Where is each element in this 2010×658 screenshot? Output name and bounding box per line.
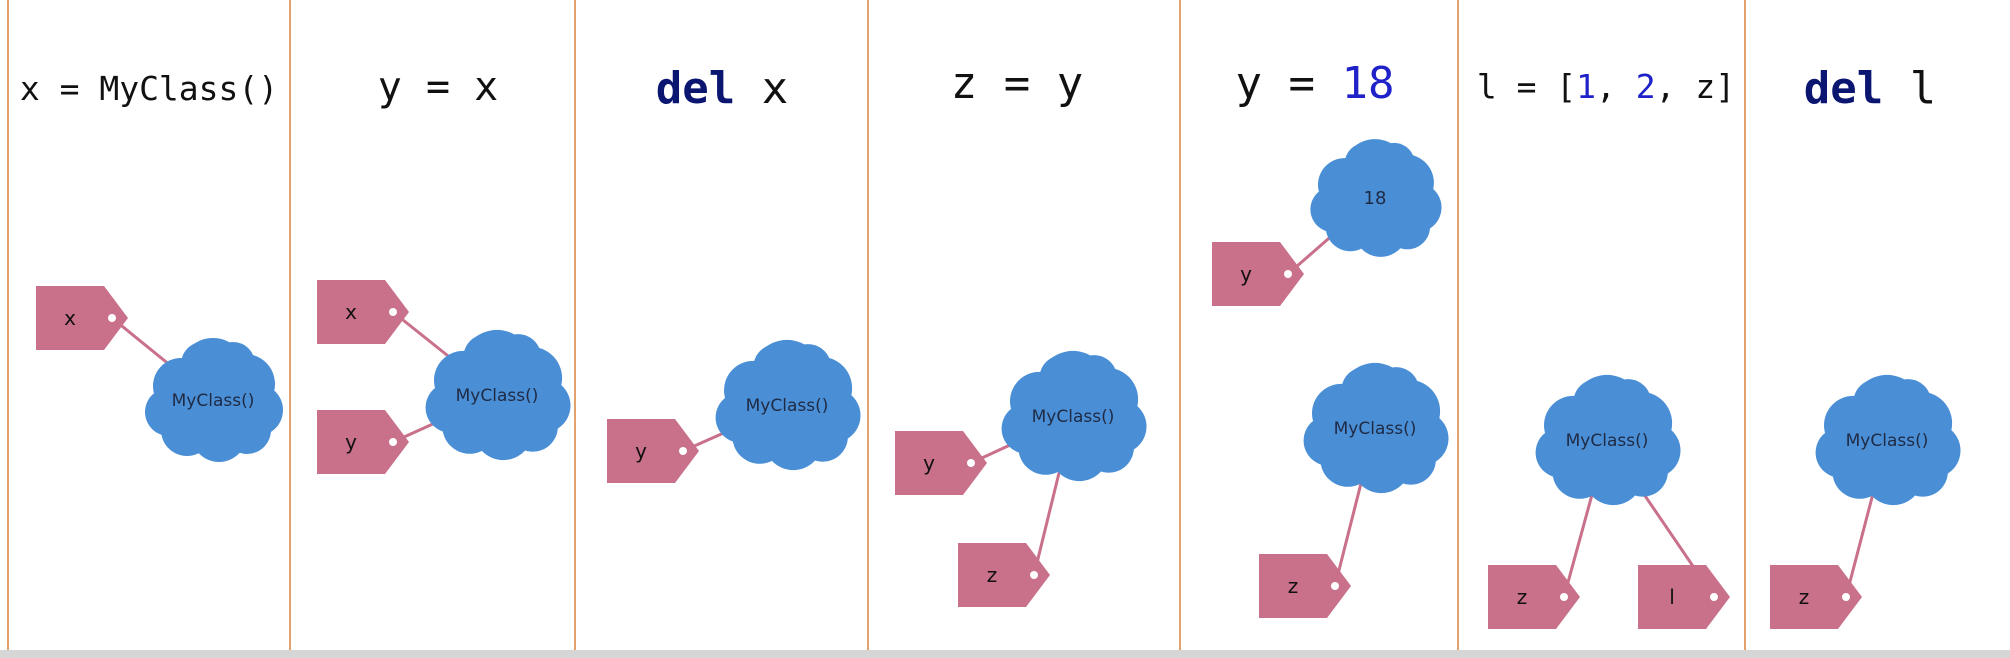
object-cloud: MyClass() <box>1535 374 1681 506</box>
variable-tag-label: l <box>1669 585 1675 609</box>
variable-tag <box>1770 565 1862 629</box>
variable-tag <box>1259 554 1351 618</box>
code-number: 2 <box>1636 67 1656 106</box>
code-text: y = x <box>378 64 498 110</box>
tag-hole <box>679 447 687 455</box>
shapes: MyClass() z l <box>1488 374 1730 629</box>
object-cloud: MyClass() <box>145 338 283 462</box>
variable-tag-label: y <box>635 439 647 463</box>
tag-hole <box>967 459 975 467</box>
code-statement: y = x <box>378 64 498 110</box>
tag-hole <box>389 308 397 316</box>
code-keyword: del <box>1804 63 1883 114</box>
reference-link <box>1333 474 1365 587</box>
shapes: MyClass() z <box>1770 374 1961 629</box>
tag-hole <box>1710 593 1718 601</box>
variable-tag <box>607 419 699 483</box>
code-statement: del x <box>656 63 788 114</box>
tag-hole <box>1842 593 1850 601</box>
code-text: , <box>1596 67 1636 106</box>
object-cloud: MyClass() <box>425 329 571 461</box>
code-statement: x = MyClass() <box>20 69 278 108</box>
tag-hole <box>1284 270 1292 278</box>
variable-tag <box>36 286 128 350</box>
shapes: MyClass() y z <box>895 350 1147 607</box>
variable-tag-label: y <box>923 451 935 475</box>
variable-tag-label: y <box>345 430 357 454</box>
variable-tag <box>1488 565 1580 629</box>
code-text: x = MyClass() <box>20 69 278 108</box>
code-number: 18 <box>1341 58 1394 109</box>
panel-2: y = x MyClass() x y <box>317 64 571 474</box>
panel-1: x = MyClass() MyClass() x <box>20 69 283 462</box>
tag-hole <box>1560 593 1568 601</box>
object-cloud-label: MyClass() <box>1566 431 1649 451</box>
code-text: , z] <box>1656 67 1735 106</box>
reference-link <box>1844 486 1877 598</box>
variable-tag <box>895 431 987 495</box>
tag-hole <box>108 314 116 322</box>
object-cloud: MyClass() <box>1303 362 1449 494</box>
code-text: z = y <box>951 58 1083 109</box>
code-text: l <box>1883 63 1936 114</box>
code-statement: y = 18 <box>1236 58 1395 109</box>
variable-tag <box>1212 242 1304 306</box>
variable-tag-label: z <box>1799 585 1810 609</box>
variable-tag-label: z <box>1517 585 1528 609</box>
tag-hole <box>389 438 397 446</box>
object-cloud-label: MyClass() <box>746 396 829 416</box>
panel-6: l = [1, 2, z] MyClass() z l <box>1477 67 1735 629</box>
code-text: y = <box>1236 58 1342 109</box>
code-statement: del l <box>1804 63 1936 114</box>
shapes: MyClass() x <box>36 286 283 462</box>
reference-link <box>1032 462 1063 576</box>
code-statement: l = [1, 2, z] <box>1477 67 1735 106</box>
object-cloud: MyClass() <box>1001 350 1147 482</box>
variable-tag-label: y <box>1240 262 1252 286</box>
object-cloud-label: MyClass() <box>456 386 539 406</box>
panel-4: z = y MyClass() y z <box>895 58 1147 607</box>
object-cloud: MyClass() <box>1815 374 1961 506</box>
object-cloud-label: MyClass() <box>1334 419 1417 439</box>
object-cloud: 18 <box>1310 139 1442 257</box>
variable-tag-label: z <box>987 563 998 587</box>
tag-hole <box>1331 582 1339 590</box>
object-cloud-label: MyClass() <box>172 391 255 411</box>
object-cloud-label: MyClass() <box>1846 431 1929 451</box>
code-text: l = [ <box>1477 67 1576 106</box>
reference-link <box>1562 486 1596 598</box>
variable-tag <box>958 543 1050 607</box>
code-statement: z = y <box>951 58 1083 109</box>
code-number: 1 <box>1576 67 1596 106</box>
code-keyword: del <box>656 63 735 114</box>
shapes: MyClass() y <box>607 339 861 483</box>
variable-tag-label: x <box>64 306 76 330</box>
bottom-scrollbar-strip <box>0 650 2010 658</box>
tag-hole <box>1030 571 1038 579</box>
code-text: x <box>735 63 788 114</box>
variable-tag <box>317 410 409 474</box>
object-cloud: MyClass() <box>715 339 861 471</box>
shapes: MyClass() x y <box>317 280 571 474</box>
object-cloud-label: 18 <box>1364 188 1387 209</box>
variable-tag <box>317 280 409 344</box>
variable-tag-label: x <box>345 300 357 324</box>
variable-tag <box>1638 565 1730 629</box>
object-cloud-label: MyClass() <box>1032 407 1115 427</box>
variable-tag-label: z <box>1288 574 1299 598</box>
reference-links <box>1844 486 1877 598</box>
